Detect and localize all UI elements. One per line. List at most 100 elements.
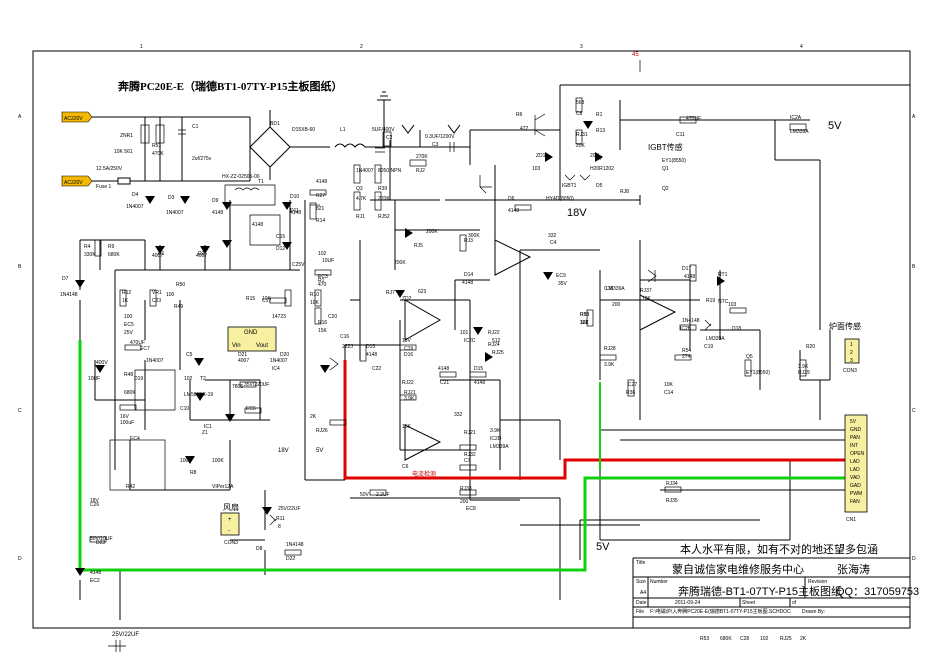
size-header: Size bbox=[636, 579, 646, 585]
component-label: 680K bbox=[108, 252, 120, 258]
component-label: 4007 bbox=[152, 253, 163, 259]
component-label: 4148 bbox=[212, 210, 223, 216]
component-label: LM339A bbox=[706, 336, 725, 342]
component-label: 35V/220UF bbox=[244, 382, 269, 388]
component-label: R55 bbox=[580, 312, 589, 318]
component-label: 4007 bbox=[238, 358, 249, 364]
component-label: RJ26 bbox=[316, 428, 328, 434]
component-label: D14 bbox=[464, 272, 473, 278]
component-label: EY1(8550) bbox=[746, 370, 770, 376]
current-sense-trace bbox=[343, 360, 845, 480]
component-label: 2K bbox=[310, 414, 317, 420]
grid-row-label: A bbox=[912, 114, 916, 120]
component-label: 400V bbox=[96, 360, 108, 366]
components-shapes bbox=[75, 60, 807, 576]
con3-panel-sensor: 1 2 3 CON3 炉面传感 bbox=[829, 321, 861, 374]
cn1-pin: LAD bbox=[850, 459, 860, 465]
component-label: D1 bbox=[158, 251, 165, 257]
component-label: D7 bbox=[62, 276, 69, 282]
grid-row-label: C bbox=[18, 408, 22, 414]
grid-ref-left: A B C D A B C D 1 2 3 4 bbox=[18, 44, 916, 562]
rail-5v-bottom-label: 5V bbox=[596, 541, 610, 553]
component-label: 18V bbox=[402, 338, 412, 344]
component-label: R36 bbox=[626, 390, 635, 396]
component-label: L1 bbox=[340, 127, 346, 133]
component-label: 10K bbox=[262, 296, 272, 302]
component-label: RJ3 bbox=[464, 238, 473, 244]
component-label: 222J bbox=[342, 344, 353, 350]
component-label: 1N4007 bbox=[166, 210, 184, 216]
component-label: 14723 bbox=[272, 314, 286, 320]
component-label: R10 bbox=[310, 292, 319, 298]
component-label: 10K bbox=[642, 296, 652, 302]
component-label: 470 bbox=[318, 282, 327, 288]
component-label: R53 bbox=[700, 636, 709, 642]
grid-col-label: 3 bbox=[580, 44, 583, 50]
component-label: R4 bbox=[84, 244, 91, 250]
component-label: IC2B bbox=[680, 326, 692, 332]
component-label: EC7 bbox=[140, 346, 150, 352]
component-label: 25V bbox=[124, 330, 134, 336]
component-label: EC8 bbox=[466, 506, 476, 512]
schematic-title: 奔腾PC20E-E（瑞德BT1-07TY-P15主板图纸） bbox=[117, 79, 343, 93]
component-label: R27 bbox=[316, 193, 325, 199]
component-label: ZNR1 bbox=[120, 133, 133, 139]
component-label: 470UF bbox=[130, 340, 145, 346]
component-label: 680K bbox=[720, 636, 732, 642]
file-value: F:\电磁炉\入奔腾PC20E-E(瑞德BT1-07TY-P15主板图.SCHD… bbox=[650, 608, 791, 615]
component-label: D4 bbox=[132, 192, 139, 198]
component-label: IC4 bbox=[272, 366, 280, 372]
component-label: 12.5A/250V bbox=[96, 166, 123, 172]
fan-connector-name: CON3 bbox=[224, 540, 238, 546]
component-label: VIPer12A bbox=[212, 484, 234, 490]
component-label: LM339A bbox=[790, 129, 809, 135]
sheet-of-label: of bbox=[792, 600, 797, 606]
component-label: D6 bbox=[508, 196, 515, 202]
component-label: T2 bbox=[200, 376, 206, 382]
bottom-cap-label: 25V/22UF bbox=[112, 632, 139, 638]
component-label: RJ52 bbox=[378, 214, 390, 220]
component-label: EY1(8550) bbox=[662, 158, 686, 164]
component-label: D5 bbox=[596, 183, 603, 189]
con3-name: CON3 bbox=[843, 368, 857, 374]
svg-text:+: + bbox=[228, 517, 232, 523]
component-label: 274 bbox=[682, 354, 691, 360]
component-label: C3 bbox=[432, 142, 439, 148]
component-label: VR1 bbox=[152, 290, 162, 296]
rail-18v-low-label: 18V bbox=[278, 448, 289, 454]
cn1-pin: VAD bbox=[850, 475, 860, 481]
qq-text: QQ：317059753 bbox=[836, 586, 919, 598]
component-label: D12 bbox=[276, 246, 285, 252]
component-label: 30K bbox=[580, 320, 590, 326]
component-label: RJ22 bbox=[488, 330, 500, 336]
component-label: C16 bbox=[340, 334, 349, 340]
component-label: 270K bbox=[378, 196, 390, 202]
component-label: C17 bbox=[262, 298, 271, 304]
component-label: C20 bbox=[328, 314, 337, 320]
revision-header: Revision bbox=[808, 579, 827, 585]
rail-18v-label: 18V bbox=[567, 207, 587, 219]
ic-box-vout: Vout bbox=[256, 343, 268, 349]
component-label: IC2A bbox=[790, 115, 802, 121]
component-label: 102 bbox=[318, 251, 327, 257]
component-label: IC1 bbox=[204, 424, 212, 430]
vad-trace bbox=[78, 340, 845, 572]
component-label: D13 bbox=[366, 344, 375, 350]
component-label: RT1 bbox=[718, 272, 728, 278]
component-label: 15K bbox=[318, 328, 328, 334]
sheet-border bbox=[32, 50, 911, 629]
component-label: C23 bbox=[152, 298, 161, 304]
component-label: 200 bbox=[612, 302, 621, 308]
component-label: RJ8 bbox=[620, 189, 629, 195]
title-header: Title bbox=[636, 560, 645, 566]
component-label: 10K 561 bbox=[114, 149, 133, 155]
cn1-name: CN1 bbox=[846, 517, 856, 523]
component-label: 4148 bbox=[438, 366, 449, 372]
component-label: D21 bbox=[238, 352, 247, 358]
number-value: 奔腾瑞德-BT1-07TY-P15主板图纸 bbox=[678, 584, 842, 598]
cn1-pin: 5V bbox=[850, 419, 857, 425]
title-block: 本人水平有限，如有不对的地还望多包涵 Title 蒙自诚信家电维修服务中心 张海… bbox=[632, 542, 919, 628]
component-label: D16 bbox=[404, 352, 413, 358]
